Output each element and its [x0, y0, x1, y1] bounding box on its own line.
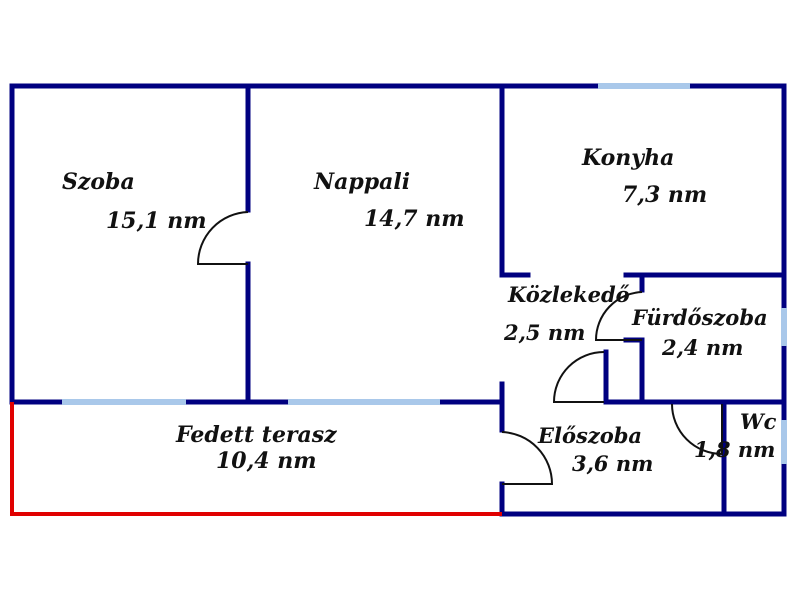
- room-name-nappali: Nappali: [313, 169, 410, 195]
- room-name-furdoszoba: Fürdőszoba: [631, 305, 768, 330]
- doors: [196, 211, 723, 485]
- door-entrance: [501, 431, 554, 485]
- door-szoba: [196, 211, 249, 265]
- room-area-szoba: 15,1 nm: [106, 208, 207, 234]
- room-area-furdoszoba: 2,4 nm: [661, 335, 743, 360]
- room-area-eloszoba: 3,6 nm: [572, 451, 653, 476]
- room-name-konyha: Konyha: [581, 145, 674, 171]
- room-name-kozlekedo: Közlekedő: [507, 282, 630, 307]
- terrace-edge: [10, 402, 502, 516]
- room-name-terasz: Fedett terasz: [175, 422, 337, 448]
- room-area-terasz: 10,4 nm: [216, 448, 317, 474]
- room-area-nappali: 14,7 nm: [364, 206, 465, 232]
- door-kozlekedo: [594, 291, 643, 341]
- room-area-wc: 1,8 nm: [694, 437, 775, 462]
- room-area-kozlekedo: 2,5 nm: [503, 320, 585, 345]
- room-name-szoba: Szoba: [62, 169, 135, 195]
- room-name-wc: Wc: [740, 409, 777, 434]
- room-name-eloszoba: Előszoba: [537, 423, 642, 448]
- room-area-konyha: 7,3 nm: [622, 182, 707, 208]
- door-eloszoba-kozlekedo: [552, 351, 605, 403]
- room-labels: Szoba 15,1 nm Nappali 14,7 nm Konyha 7,3…: [62, 145, 777, 476]
- windows: [62, 83, 787, 464]
- door-wc: [671, 403, 723, 456]
